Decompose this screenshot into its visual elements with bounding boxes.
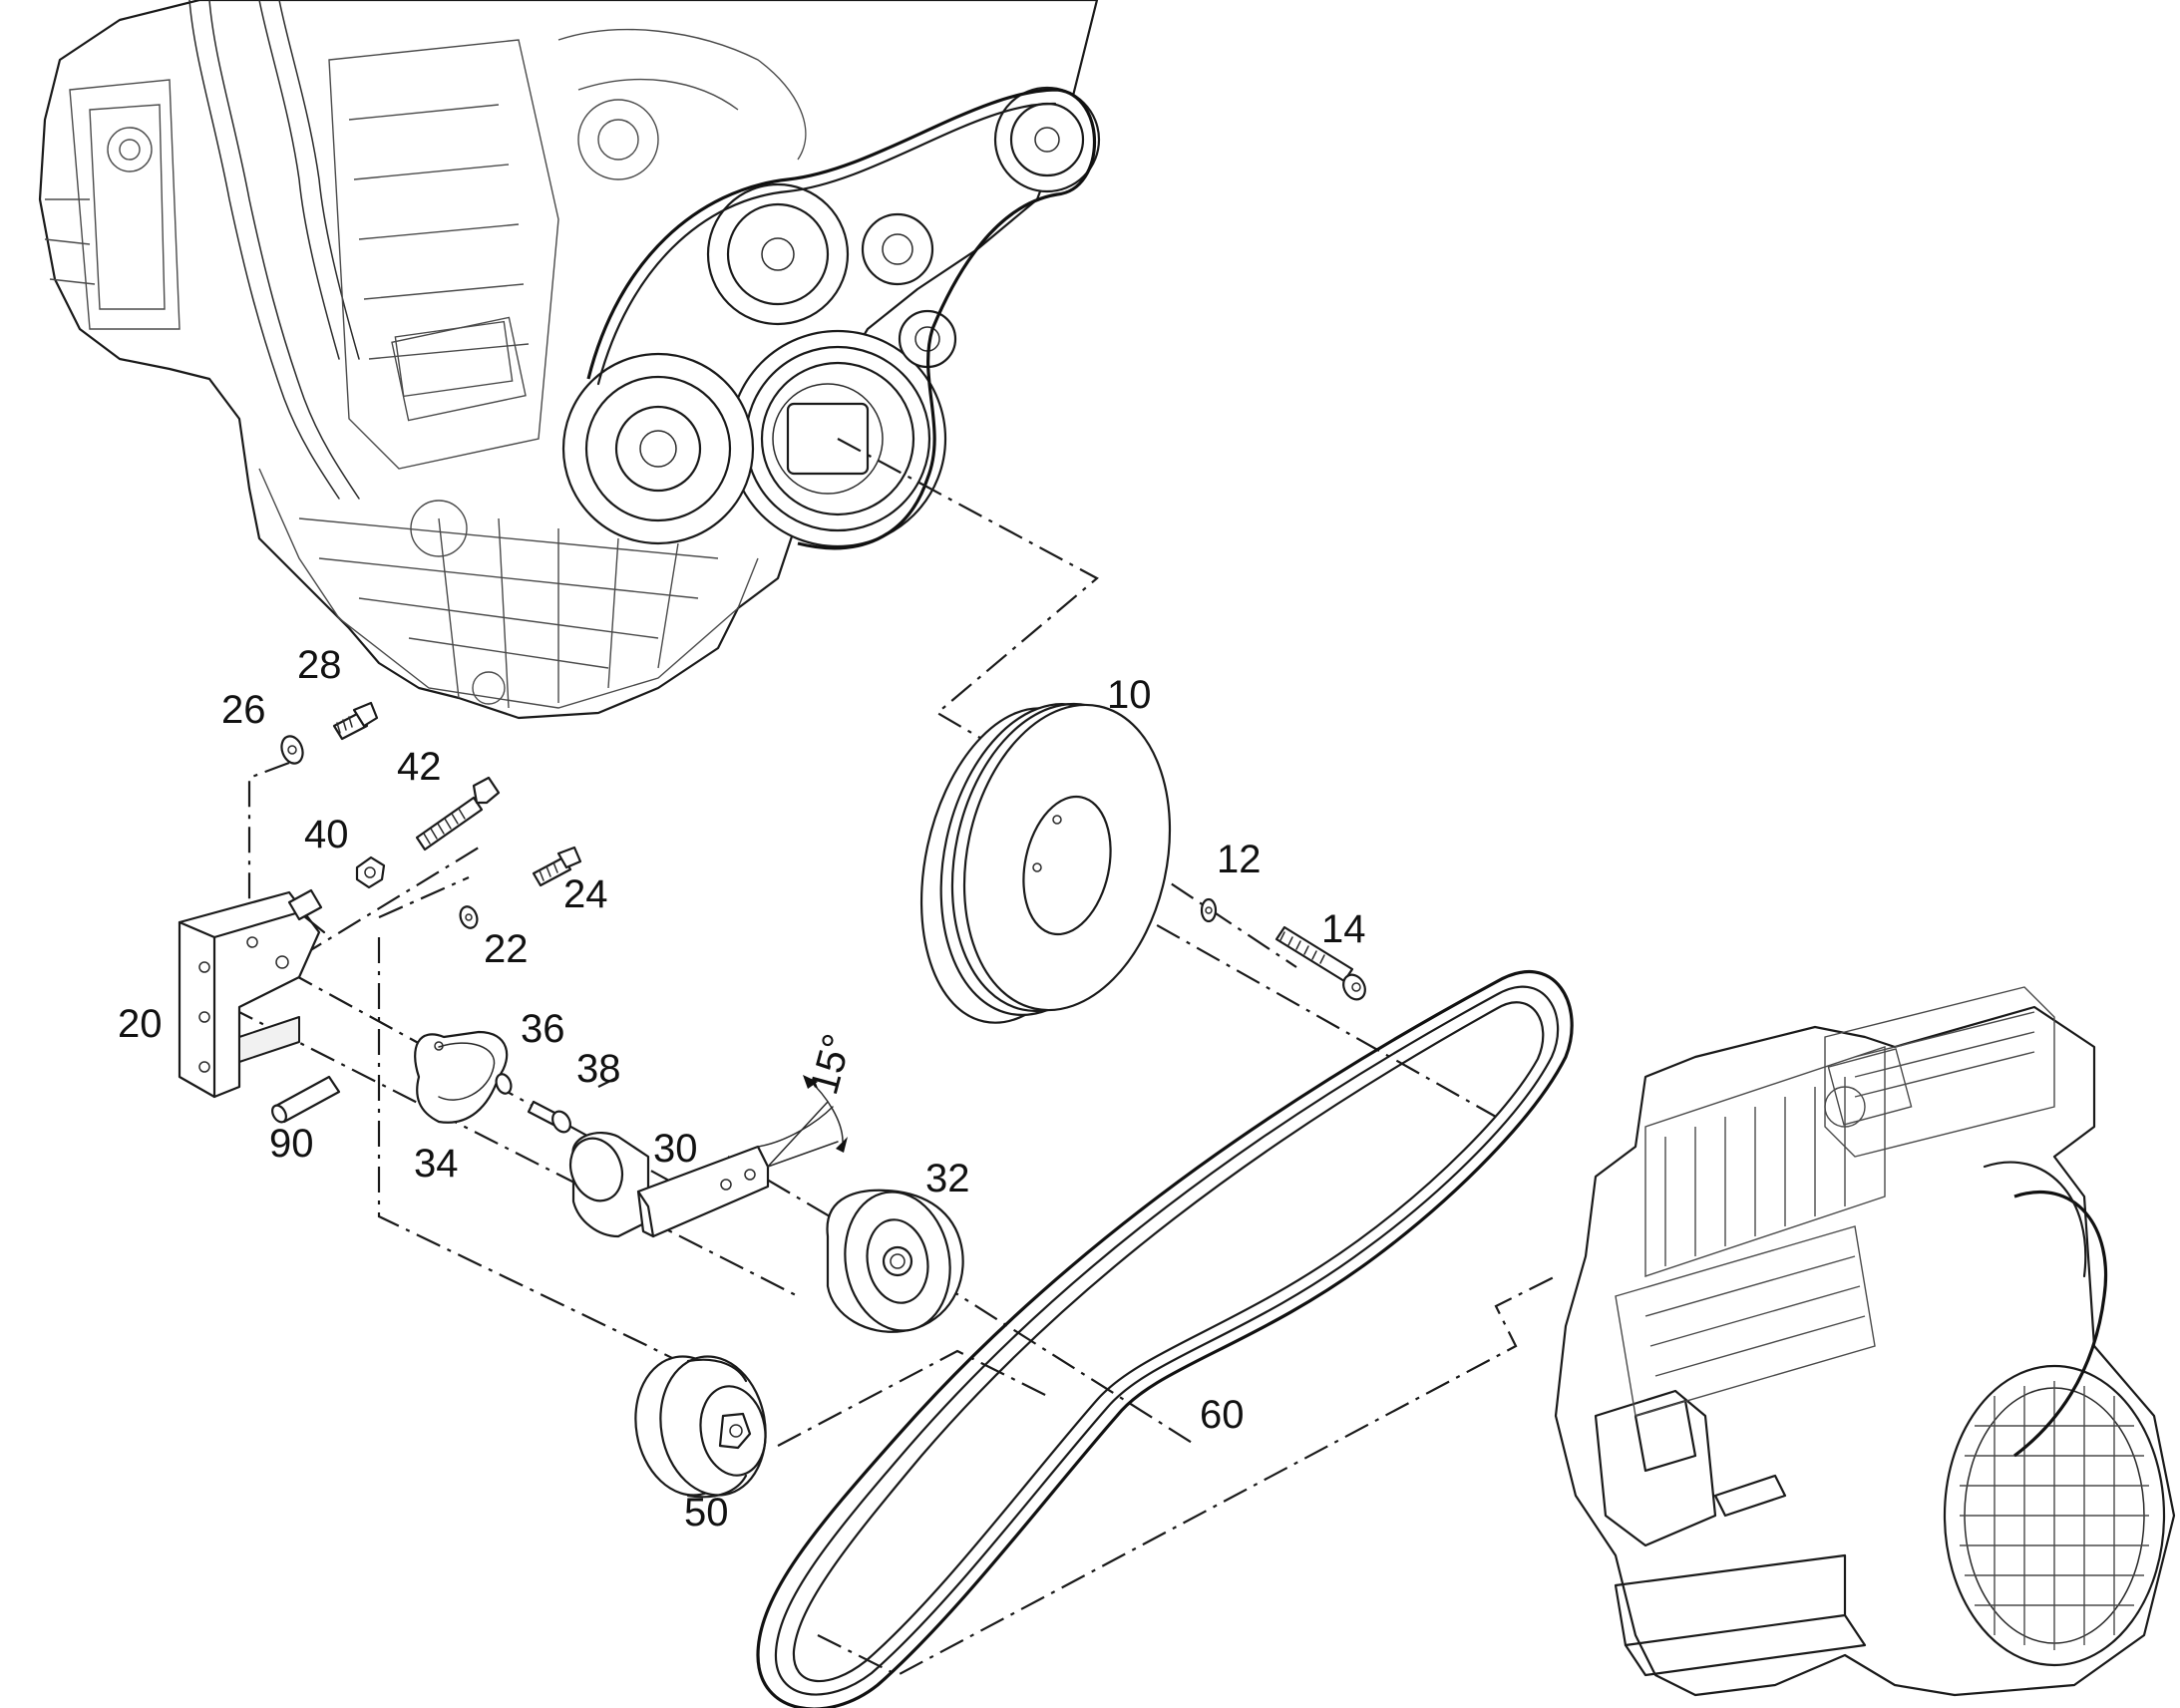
bolt-42 bbox=[415, 776, 501, 852]
generator-assembly bbox=[1554, 986, 2176, 1697]
label-part-42: 42 bbox=[397, 745, 442, 789]
label-part-32: 32 bbox=[925, 1157, 970, 1200]
pin-90 bbox=[271, 1075, 341, 1124]
washer-12 bbox=[1200, 897, 1218, 923]
label-part-22: 22 bbox=[484, 927, 529, 971]
label-part-26: 26 bbox=[221, 688, 266, 732]
label-angle: 15° bbox=[802, 1030, 860, 1100]
label-part-90: 90 bbox=[269, 1122, 314, 1166]
nut-40 bbox=[355, 855, 386, 889]
plate-34 bbox=[414, 1030, 509, 1124]
part-labels: 10 12 14 20 22 24 26 28 30 32 34 36 38 4… bbox=[118, 643, 1366, 1535]
assembly-centerlines bbox=[228, 438, 1557, 1677]
label-part-10: 10 bbox=[1107, 673, 1152, 717]
label-part-12: 12 bbox=[1217, 838, 1262, 881]
label-part-36: 36 bbox=[521, 1007, 565, 1051]
label-part-38: 38 bbox=[576, 1047, 621, 1091]
bolt-28 bbox=[332, 701, 379, 741]
washer-22 bbox=[459, 905, 479, 929]
bolt-24 bbox=[532, 846, 582, 887]
angle-indicator bbox=[767, 1075, 848, 1168]
bolt-14 bbox=[1274, 925, 1366, 1001]
label-part-20: 20 bbox=[118, 1002, 163, 1046]
label-part-24: 24 bbox=[563, 872, 608, 916]
bracket-20 bbox=[178, 888, 326, 1099]
washer-36 bbox=[495, 1073, 513, 1095]
label-part-14: 14 bbox=[1321, 907, 1366, 951]
idler-pulley-32 bbox=[826, 1189, 964, 1333]
label-part-50: 50 bbox=[684, 1491, 729, 1535]
screw-38 bbox=[527, 1100, 571, 1134]
pulley-50 bbox=[634, 1355, 767, 1499]
main-pulley bbox=[919, 702, 1172, 1024]
label-part-40: 40 bbox=[304, 813, 349, 856]
tensioner-arm-30 bbox=[568, 1106, 834, 1238]
label-part-60: 60 bbox=[1200, 1393, 1245, 1437]
label-part-28: 28 bbox=[297, 643, 342, 687]
washer-26 bbox=[280, 735, 304, 765]
label-part-34: 34 bbox=[414, 1142, 459, 1186]
engine-assembly bbox=[38, 0, 1101, 720]
label-part-30: 30 bbox=[653, 1127, 698, 1171]
drive-belt-60 bbox=[756, 969, 1574, 1708]
